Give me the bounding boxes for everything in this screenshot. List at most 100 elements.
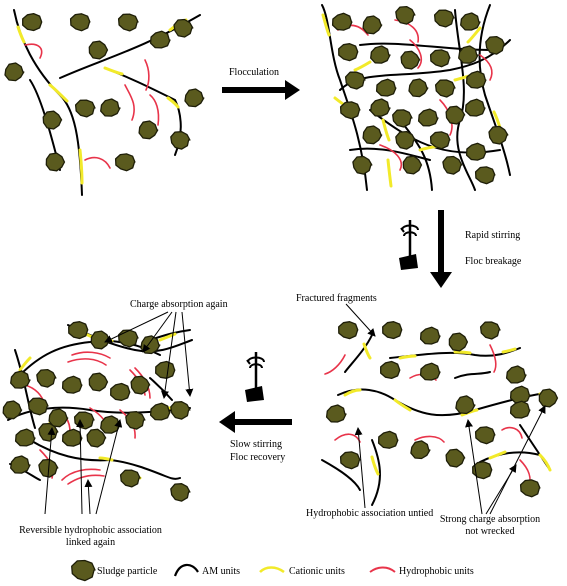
cationic-unit [362, 342, 372, 360]
flocculation-arrow [222, 80, 300, 100]
sludge-particle [114, 153, 136, 172]
sludge-particle [375, 78, 397, 97]
sludge-particle [38, 422, 59, 442]
sludge-particle [61, 428, 83, 447]
panel-dispersed-state [4, 9, 205, 196]
hydrophobic-unit [124, 84, 135, 121]
am-chain [321, 459, 361, 491]
hydrophobic-unit [479, 54, 493, 81]
hydrophobic-unit [71, 351, 111, 359]
sludge-particle [155, 360, 176, 379]
legend-sludge-particle-label: Sludge particle [97, 566, 158, 577]
label-reversible-line1: Reversible hydrophobic association [19, 525, 162, 536]
sludge-particle [42, 110, 63, 130]
sludge-particle [68, 321, 89, 340]
sludge-particle [130, 375, 151, 395]
sludge-particle [149, 30, 171, 49]
cationic-unit [488, 450, 507, 460]
breakage-arrow [430, 210, 452, 288]
sludge-particle [370, 98, 391, 117]
sludge-particle [325, 404, 347, 423]
sludge-particle [100, 98, 121, 117]
sludge-particle [88, 372, 109, 392]
sludge-particle [434, 79, 456, 98]
cationic-unit [393, 398, 412, 412]
sludge-particle [73, 411, 95, 430]
sludge-particle [408, 78, 429, 98]
sludge-particle [479, 321, 501, 340]
cationic-unit [48, 83, 69, 103]
sludge-particle [488, 125, 509, 145]
sludge-particle [71, 559, 96, 582]
cationic-unit [453, 350, 472, 355]
sludge-particle [395, 5, 416, 25]
sludge-particle [86, 428, 107, 448]
sludge-particle [110, 382, 131, 401]
cationic-unit [343, 388, 362, 397]
legend [71, 559, 396, 582]
hydrophobic-unit [24, 43, 43, 59]
sludge-particle [395, 130, 416, 150]
sludge-particle [465, 70, 487, 89]
cationic-unit [18, 356, 32, 372]
cationic-unit [16, 25, 26, 44]
stirrer-icon-rapid [399, 220, 419, 270]
hydrophobic-unit [149, 94, 160, 126]
hydrophobic-unit [84, 156, 111, 169]
cationic-unit [381, 118, 391, 142]
sludge-particle [429, 131, 451, 150]
sludge-particle [149, 402, 171, 421]
sludge-particle [69, 13, 91, 32]
sludge-particle [400, 50, 421, 70]
hydrophobic-unit [67, 474, 105, 485]
hydrophobic-unit [414, 435, 445, 443]
sludge-particle [402, 155, 423, 175]
cationic-unit [501, 347, 517, 354]
sludge-particle [170, 401, 191, 420]
sludge-particle [119, 469, 141, 488]
cationic-unit [538, 453, 552, 472]
label-strong-charge-line1: Strong charge absorption [439, 514, 541, 525]
sludge-particle [10, 370, 31, 389]
sludge-particle [433, 9, 455, 28]
cationic-unit [98, 456, 114, 462]
hydrophobic-unit [61, 468, 101, 481]
sludge-particle [45, 152, 66, 172]
sludge-particle [419, 326, 441, 345]
sludge-particle [338, 43, 359, 62]
panel-recovered-floc-state [2, 321, 193, 502]
sludge-particle [184, 88, 205, 108]
label-reversible-hydrophobic: Reversible hydrophobic association linke… [3, 525, 178, 549]
legend-cationic-units-icon [259, 566, 285, 574]
sludge-particle [419, 362, 441, 381]
cationic-unit [166, 96, 180, 109]
sludge-particle [509, 385, 531, 404]
sludge-particle [88, 40, 109, 60]
hydrophobic-unit [324, 354, 346, 375]
am-chain [479, 451, 541, 463]
sludge-particle [117, 329, 139, 348]
sludge-particle [339, 451, 361, 470]
sludge-particle [331, 12, 353, 31]
sludge-particle [382, 321, 403, 340]
hydrophobic-unit [334, 433, 361, 443]
sludge-particle [125, 411, 146, 430]
sludge-particle [4, 62, 25, 82]
am-chain [14, 349, 36, 429]
am-chain [399, 119, 433, 191]
sludge-particle [445, 105, 466, 125]
label-slow-stirring: Slow stirring [230, 439, 282, 450]
am-chain [321, 4, 368, 191]
sludge-particle [380, 360, 401, 380]
stirrer-icon-slow [245, 352, 265, 402]
label-floc-recovery: Floc recovery [230, 452, 286, 463]
recovery-arrow [219, 411, 292, 433]
label-flocculation: Flocculation [229, 67, 279, 78]
sludge-particle [410, 440, 431, 460]
legend-am-units-label: AM units [202, 566, 241, 577]
sludge-particle [519, 479, 541, 498]
sludge-particle [445, 448, 466, 468]
sludge-particle [474, 166, 496, 185]
hydrophobic-unit [67, 358, 107, 366]
